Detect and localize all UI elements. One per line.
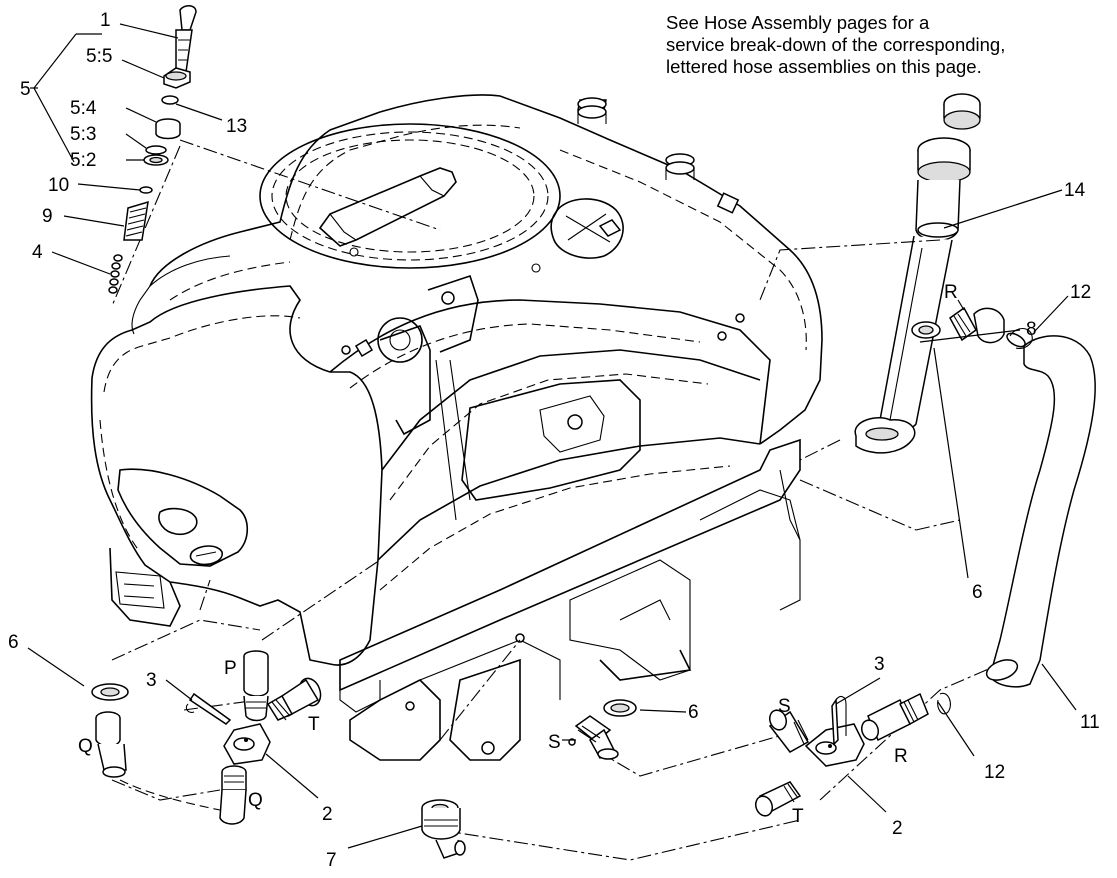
callout-5-5: 5:5	[86, 46, 112, 67]
assembly-lines	[111, 139, 1040, 861]
callout-q-lower: Q	[248, 790, 263, 811]
callout-11: 11	[1080, 712, 1100, 733]
callout-10: 10	[48, 175, 69, 196]
callout-12-lower: 12	[984, 762, 1005, 783]
callout-t-left: T	[308, 714, 320, 735]
callout-r-upper: R	[944, 282, 958, 303]
left-manifold-assembly	[91, 650, 322, 825]
middle-fittings	[568, 699, 637, 760]
callout-12-upper: 12	[1070, 282, 1091, 303]
callout-5-2: 5:2	[70, 150, 96, 171]
mounting-frame	[339, 274, 801, 761]
callout-2-left: 2	[322, 804, 333, 825]
callout-6-left: 6	[8, 632, 19, 653]
callout-2-right: 2	[892, 818, 903, 839]
callout-5-4: 5:4	[70, 98, 97, 119]
callout-6-right: 6	[972, 582, 983, 603]
quick-connect-fitting	[421, 799, 466, 859]
callout-3-right: 3	[874, 654, 885, 675]
callout-9: 9	[42, 206, 53, 227]
fill-neck-assembly	[854, 93, 981, 454]
callout-8: 8	[1026, 319, 1037, 340]
callout-3-left: 3	[146, 670, 157, 691]
callout-5-3: 5:3	[70, 124, 96, 145]
callout-r-right: R	[894, 746, 908, 767]
leader-lines	[27, 23, 1077, 849]
right-manifold-assembly	[754, 306, 1096, 817]
callout-4: 4	[32, 242, 43, 263]
spray-tank	[90, 94, 823, 666]
callout-s-mid: S	[548, 732, 561, 753]
callout-t-right: T	[792, 806, 804, 827]
callout-p: P	[224, 658, 237, 679]
hose-assembly-note: See Hose Assembly pages for a service br…	[666, 12, 1106, 78]
note-line-2: service break-down of the corresponding,	[666, 34, 1006, 55]
note-line-1: See Hose Assembly pages for a	[666, 12, 930, 33]
callout-13: 13	[226, 116, 247, 137]
callout-6-mid: 6	[688, 702, 699, 723]
note-line-3: lettered hose assemblies on this page.	[666, 56, 982, 77]
callout-s-right: S	[778, 696, 791, 717]
callout-labels: 1 5:5 5 5:4 13 5:3 5:2 10 9 4 14 8 R 12 …	[8, 10, 1100, 871]
callout-q-upper: Q	[78, 736, 93, 757]
callout-7: 7	[326, 850, 337, 871]
callout-14: 14	[1064, 180, 1086, 201]
callout-5: 5	[20, 79, 31, 100]
agitation-valve-stack	[108, 5, 197, 294]
callout-1: 1	[100, 10, 111, 31]
